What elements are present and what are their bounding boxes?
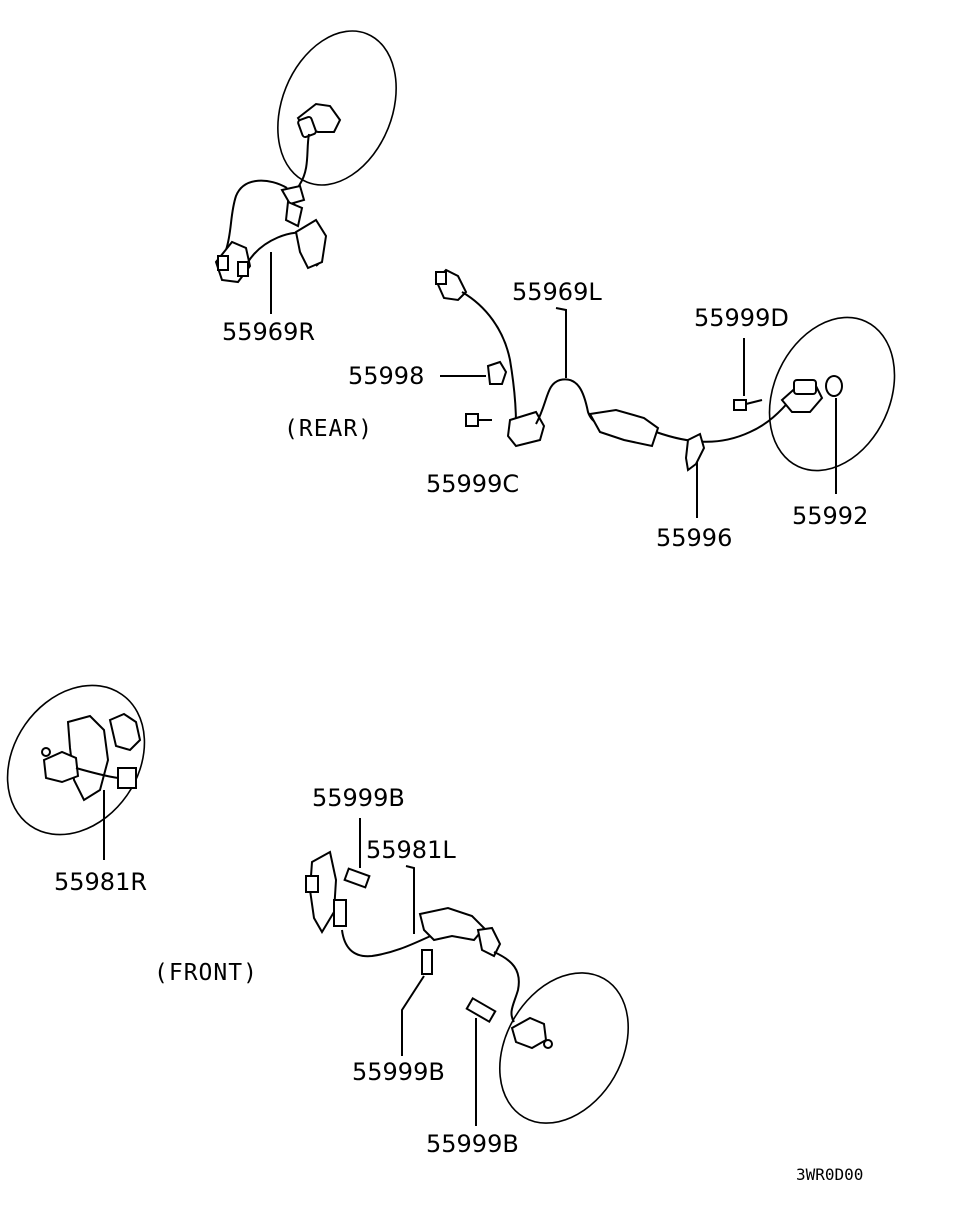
callout-55999C: 55999C xyxy=(426,470,519,498)
front-left-detail-ellipse xyxy=(498,972,630,1124)
rear-right-detail-ellipse xyxy=(277,30,397,186)
rear-left-sensor-assembly xyxy=(434,268,896,518)
rear-left-cable-vertical xyxy=(461,291,517,425)
clip-55996 xyxy=(684,432,706,472)
rear-right-connector-pin xyxy=(217,255,229,271)
o-ring-55992 xyxy=(825,375,843,397)
front-left-clamp xyxy=(476,926,502,958)
front-right-connector xyxy=(117,767,137,789)
diagram-code: 3WR0D00 xyxy=(796,1165,863,1184)
front-left-mid-bracket xyxy=(418,906,486,942)
rear-right-clip-mid xyxy=(284,200,304,228)
leader-55999B-mid xyxy=(401,975,425,1056)
rear-left-mid-grommet xyxy=(588,408,660,448)
callout-55981L: 55981L xyxy=(366,836,456,864)
section-label-front: (FRONT) xyxy=(154,960,258,986)
callout-55969L: 55969L xyxy=(512,278,602,306)
rear-right-sensor-assembly xyxy=(214,30,397,314)
callout-55999B-mid: 55999B xyxy=(352,1058,445,1086)
rear-right-sensor-tip xyxy=(297,115,317,139)
callout-55999D: 55999D xyxy=(694,304,789,332)
front-right-detail-ellipse xyxy=(6,684,146,836)
rear-right-harness-loop xyxy=(225,179,288,251)
front-left-sensor xyxy=(510,1016,548,1050)
callout-55992: 55992 xyxy=(792,502,868,530)
bolt-55999B-mid xyxy=(421,949,433,975)
front-left-cable-right xyxy=(493,951,520,1023)
front-right-sensor-tip xyxy=(41,747,51,757)
rear-left-bracket xyxy=(506,410,546,448)
front-left-connector-latch xyxy=(305,875,319,893)
front-left-connector-bracket xyxy=(308,850,338,934)
leader-55981L xyxy=(405,865,415,934)
front-right-upper-clip xyxy=(108,712,142,752)
front-left-sensor-assembly xyxy=(305,818,630,1126)
section-label-rear: (REAR) xyxy=(284,416,373,442)
rear-right-connector-lock xyxy=(237,261,249,277)
callout-55981R: 55981R xyxy=(54,868,147,896)
front-left-connector-plug xyxy=(333,899,347,927)
rear-left-cable-to-sensor xyxy=(655,397,793,443)
callout-55969R: 55969R xyxy=(222,318,315,346)
callout-55998: 55998 xyxy=(348,362,424,390)
rear-right-clip-upper xyxy=(280,184,306,206)
front-right-cable xyxy=(75,767,119,779)
rear-right-bracket xyxy=(294,218,328,270)
front-left-sensor-tip xyxy=(543,1039,553,1049)
front-right-sensor xyxy=(42,750,80,784)
bolt-55999C-head xyxy=(465,413,479,427)
bolt-55999D-head xyxy=(733,399,747,411)
callout-55999B-bottom: 55999B xyxy=(426,1130,519,1158)
callout-55999B-top: 55999B xyxy=(312,784,405,812)
front-left-cable-left xyxy=(341,929,441,958)
rear-left-detail-ellipse xyxy=(768,316,896,472)
front-right-sensor-assembly xyxy=(6,684,146,860)
bolt-55999B-top xyxy=(343,867,371,889)
clamp-55998 xyxy=(486,360,508,385)
callout-55996: 55996 xyxy=(656,524,732,552)
bolt-55999B-bottom xyxy=(465,996,497,1024)
rear-left-upper-connector-pin xyxy=(435,271,447,285)
rear-left-sensor-head xyxy=(793,379,817,395)
bolt-55999D-shank xyxy=(745,399,763,405)
leader-55969L xyxy=(555,307,567,378)
